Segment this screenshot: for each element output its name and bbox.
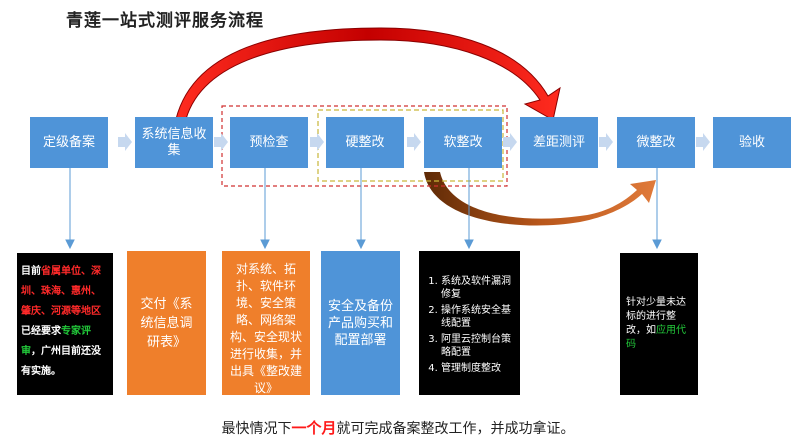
list-item: 操作系统安全基线配置 bbox=[441, 304, 516, 330]
step-yu-jiancha: 预检查 bbox=[230, 117, 308, 168]
step-wei-zhenggai: 微整改 bbox=[617, 117, 695, 168]
step-arrows bbox=[118, 133, 710, 151]
step-dingji-beian: 定级备案 bbox=[30, 117, 108, 168]
note-xitong-xinxi: 交付《系统信息调研表》 bbox=[127, 251, 206, 395]
note-yu-jiancha: 对系统、拓扑、软件环境、安全策略、网络架构、安全现状进行收集，并出具《整改建议》 bbox=[222, 251, 310, 395]
step-ruan-zhenggai: 软整改 bbox=[424, 117, 502, 168]
note-wei-zhenggai: 针对少量未达标的进行整改，如应用代码 bbox=[620, 253, 698, 395]
step-chaju-cepin: 差距测评 bbox=[520, 117, 598, 168]
step-xitong-xinxi: 系统信息收集 bbox=[135, 117, 213, 168]
step-yanshou: 验收 bbox=[713, 117, 791, 168]
list-item: 阿里云控制台策略配置 bbox=[441, 333, 516, 359]
down-connectors bbox=[65, 168, 662, 250]
page-title: 青莲一站式测评服务流程 bbox=[66, 11, 264, 31]
list-item: 系统及软件漏洞修复 bbox=[441, 275, 516, 301]
note-ying-zhenggai: 安全及备份产品购买和配置部署 bbox=[321, 251, 400, 395]
step-ying-zhenggai: 硬整改 bbox=[326, 117, 404, 168]
list-item: 管理制度整改 bbox=[441, 362, 516, 375]
red-curved-arrow bbox=[175, 27, 561, 121]
brown-curved-arrow bbox=[424, 172, 656, 226]
note-ruan-zhenggai: 系统及软件漏洞修复 操作系统安全基线配置 阿里云控制台策略配置 管理制度整改 bbox=[419, 251, 520, 395]
footer-summary: 最快情况下一个月就可完成备案整改工作，并成功拿证。 bbox=[221, 419, 575, 437]
note-dingji-beian: 目前省属单位、深圳、珠海、惠州、肇庆、河源等地区已经要求专家评审，广州目前还没有… bbox=[17, 253, 113, 395]
